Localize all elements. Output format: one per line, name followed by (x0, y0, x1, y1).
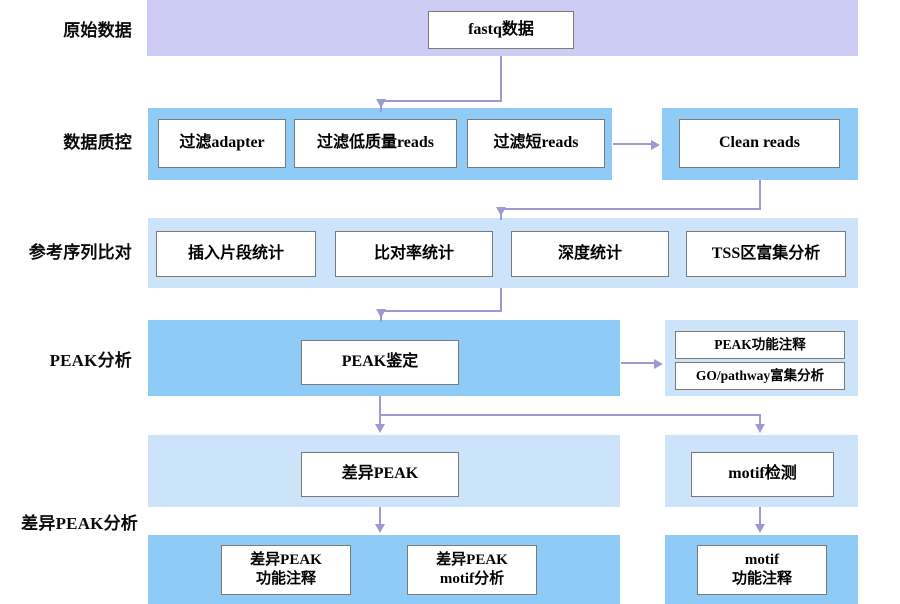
node-motif-detection[interactable]: motif检测 (691, 452, 834, 497)
stage-label-differential-peak-analysis: 差异PEAK分析 (21, 514, 138, 533)
stage-label-data-qc: 数据质控 (63, 133, 132, 152)
node-filter-adapter[interactable]: 过滤adapter (158, 119, 286, 168)
arrowhead-to-motif-annotation (754, 524, 765, 533)
band-differential-peak-lower-left (148, 535, 620, 604)
connector-fastq-down (500, 56, 502, 102)
connector-motif-down (759, 507, 761, 525)
node-line-1: 差异PEAK (436, 552, 508, 569)
connector-clean-down (759, 180, 761, 210)
connector-align-down (500, 288, 502, 312)
node-filter-low-quality-reads[interactable]: 过滤低质量reads (294, 119, 457, 168)
node-line-1: motif (744, 552, 780, 569)
connector-filter-to-clean (613, 143, 653, 145)
stage-label-raw-data: 原始数据 (63, 21, 132, 40)
node-differential-peak-motif-analysis[interactable]: 差异PEAK motif分析 (407, 545, 537, 595)
node-peak-function-annotation[interactable]: PEAK功能注释 (675, 331, 845, 359)
arrowhead-to-clean-reads (651, 139, 660, 150)
stage-label-peak-analysis: PEAK分析 (49, 351, 132, 370)
stage-label-reference-alignment: 参考序列比对 (28, 243, 132, 262)
node-filter-short-reads[interactable]: 过滤短reads (467, 119, 605, 168)
arrowhead-to-diffpeak-annotation (374, 524, 385, 533)
node-go-pathway-enrichment[interactable]: GO/pathway富集分析 (675, 362, 845, 390)
node-alignment-rate-stats[interactable]: 比对率统计 (335, 231, 493, 277)
connector-diffpeak-down (379, 507, 381, 525)
connector-peak-split (379, 414, 761, 416)
connector-clean-across (500, 208, 761, 210)
node-depth-stats[interactable]: 深度统计 (511, 231, 669, 277)
arrowhead-to-differential-peak (374, 424, 385, 433)
node-line-2: 功能注释 (731, 571, 792, 587)
arrowhead-to-data-qc (375, 99, 386, 108)
connector-peak-down (379, 396, 381, 426)
connector-align-across (380, 310, 502, 312)
node-clean-reads[interactable]: Clean reads (679, 119, 840, 168)
node-line-2: 功能注释 (255, 571, 316, 587)
arrowhead-to-motif-detection (754, 424, 765, 433)
arrowhead-to-reference-alignment (495, 207, 506, 216)
node-insert-fragment-stats[interactable]: 插入片段统计 (156, 231, 316, 277)
node-differential-peak-function-annotation[interactable]: 差异PEAK 功能注释 (221, 545, 351, 595)
connector-fastq-across (380, 100, 502, 102)
node-motif-function-annotation[interactable]: motif 功能注释 (697, 545, 827, 595)
arrowhead-to-peak-annotation (654, 358, 663, 369)
node-line-1: 差异PEAK (250, 552, 322, 569)
node-peak-calling[interactable]: PEAK鉴定 (301, 340, 459, 385)
connector-peak-to-annotation (621, 362, 656, 364)
node-fastq-data[interactable]: fastq数据 (428, 11, 574, 49)
arrowhead-to-peak-analysis (375, 309, 386, 318)
node-tss-enrichment[interactable]: TSS区富集分析 (686, 231, 846, 277)
connector-peak-split-right-drop (759, 414, 761, 425)
node-differential-peak[interactable]: 差异PEAK (301, 452, 459, 497)
node-line-2: motif分析 (439, 571, 505, 587)
